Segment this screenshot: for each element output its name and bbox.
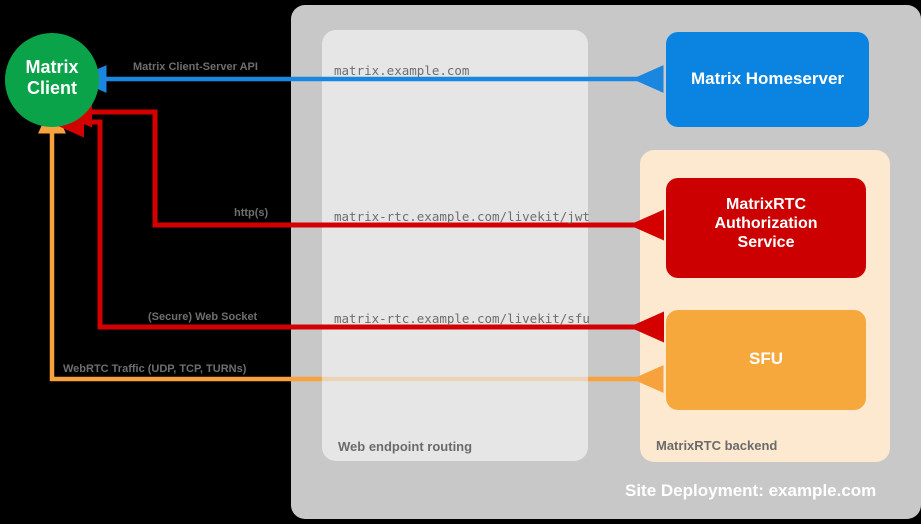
caption-web-endpoint-routing: Web endpoint routing <box>338 439 473 454</box>
flow-label-webrtc-traffic: WebRTC Traffic (UDP, TCP, TURNs) <box>63 363 247 375</box>
flow-label-secure-web-socket: (Secure) Web Socket <box>148 311 258 323</box>
url-label-matrix-example-com: matrix.example.com <box>334 63 470 78</box>
node-matrixrtc-authorization-service[interactable] <box>666 178 866 278</box>
url-label-livekit-jwt: matrix-rtc.example.com/livekit/jwt <box>334 209 590 224</box>
routing-panel-overlay <box>322 30 588 461</box>
connection-livekit-sfu <box>49 106 665 343</box>
node-sfu[interactable] <box>666 310 866 410</box>
node-matrix-client[interactable] <box>5 33 99 127</box>
url-label-livekit-sfu: matrix-rtc.example.com/livekit/sfu <box>334 311 590 326</box>
flow-label-matrix-client-server-api: Matrix Client-Server API <box>133 61 258 73</box>
node-matrix-homeserver[interactable] <box>666 32 869 127</box>
site-deployment-label: Site Deployment: example.com <box>625 481 877 500</box>
flow-label-https: http(s) <box>234 207 269 219</box>
caption-matrixrtc-backend: MatrixRTC backend <box>656 438 778 453</box>
